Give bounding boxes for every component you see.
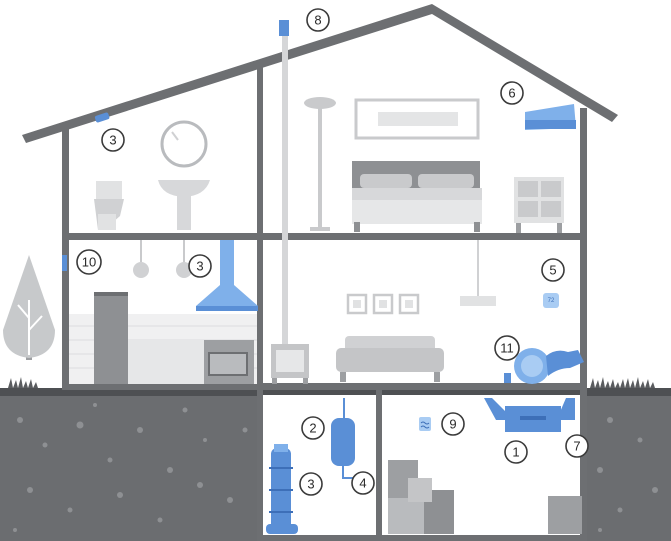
range-hood	[196, 240, 258, 311]
marker-5-label: 5	[549, 263, 556, 278]
bathroom-exhaust-fan	[94, 112, 110, 123]
marker-10-label: 10	[82, 255, 96, 270]
bathroom	[94, 112, 210, 230]
marker-6: 6	[500, 81, 524, 105]
air-ventilator	[504, 348, 584, 384]
marker-7: 7	[565, 434, 589, 458]
outdoor-sensor	[62, 255, 67, 271]
bedroom	[304, 97, 576, 233]
marker-5: 5	[541, 258, 565, 282]
humidity-sensor	[419, 417, 431, 431]
marker-3-kitchen: 3	[188, 254, 212, 278]
marker-10: 10	[76, 249, 102, 275]
marker-4-label: 4	[359, 476, 366, 491]
marker-3-basement-label: 3	[307, 477, 314, 492]
flue-pipe	[279, 20, 289, 346]
basement-right	[388, 398, 582, 534]
thermostat-reading: 72	[548, 298, 555, 304]
furnace	[484, 398, 575, 432]
marker-1-label: 1	[512, 445, 519, 460]
marker-8-label: 8	[314, 13, 321, 28]
marker-11: 11	[494, 335, 520, 361]
marker-9-label: 9	[449, 417, 456, 432]
marker-1: 1	[504, 440, 528, 464]
marker-7-label: 7	[573, 439, 580, 454]
marker-8: 8	[306, 8, 330, 32]
marker-2-label: 2	[309, 421, 316, 436]
marker-3-bathroom-label: 3	[109, 133, 116, 148]
grass	[8, 377, 655, 388]
kitchen	[62, 240, 258, 384]
marker-3-bathroom: 3	[101, 128, 125, 152]
marker-3-kitchen-label: 3	[196, 259, 203, 274]
marker-4: 4	[351, 471, 375, 495]
marker-2: 2	[301, 416, 325, 440]
tree-icon	[3, 255, 55, 360]
basement-left	[266, 398, 355, 534]
living-room: 72	[271, 240, 584, 384]
marker-3-basement: 3	[299, 472, 323, 496]
marker-11-label: 11	[500, 341, 514, 356]
ductless-mini-split	[525, 104, 576, 130]
marker-9: 9	[441, 412, 465, 436]
marker-6-label: 6	[508, 86, 515, 101]
smart-thermostat: 72	[543, 293, 559, 308]
